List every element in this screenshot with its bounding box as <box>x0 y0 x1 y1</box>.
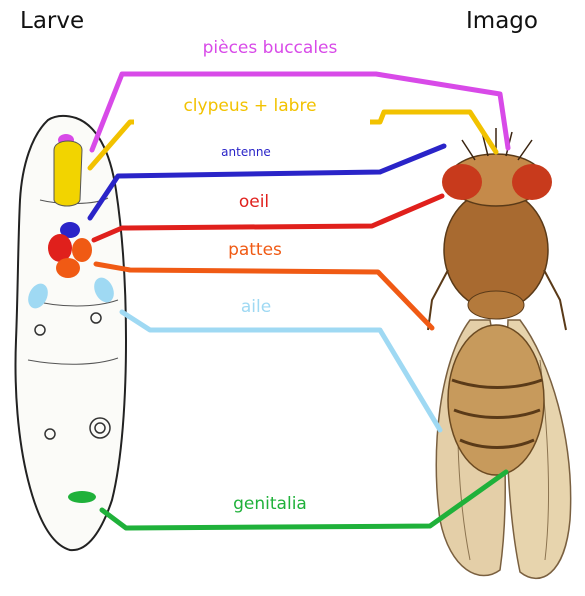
connector-aile <box>122 312 440 430</box>
label-genitalia: genitalia <box>210 494 330 514</box>
label-pattes: pattes <box>210 240 300 260</box>
label-pieces-buccales: pièces buccales <box>180 38 360 58</box>
fly-eye-left <box>442 164 482 200</box>
fly-leg <box>428 270 448 330</box>
fly-leg <box>544 270 566 330</box>
imago-title: Imago <box>466 8 538 34</box>
larva-genital-disc <box>68 491 96 503</box>
connector-pattes <box>96 264 432 328</box>
fly-eye-right <box>512 164 552 200</box>
label-antenne: antenne <box>196 145 296 159</box>
fly-abdomen <box>448 325 544 475</box>
label-oeil: oeil <box>214 192 294 212</box>
larva-title: Larve <box>20 8 84 34</box>
larva-illustration <box>16 116 127 550</box>
larva-eye-disc <box>48 234 72 262</box>
label-aile: aile <box>216 297 296 317</box>
larva-clypeus-disc <box>54 141 82 206</box>
label-clypeus-labre: clypeus + labre <box>150 96 350 116</box>
fly-scutellum <box>468 291 524 319</box>
larva-leg-disc <box>72 238 92 262</box>
larva-leg-disc <box>56 258 80 278</box>
